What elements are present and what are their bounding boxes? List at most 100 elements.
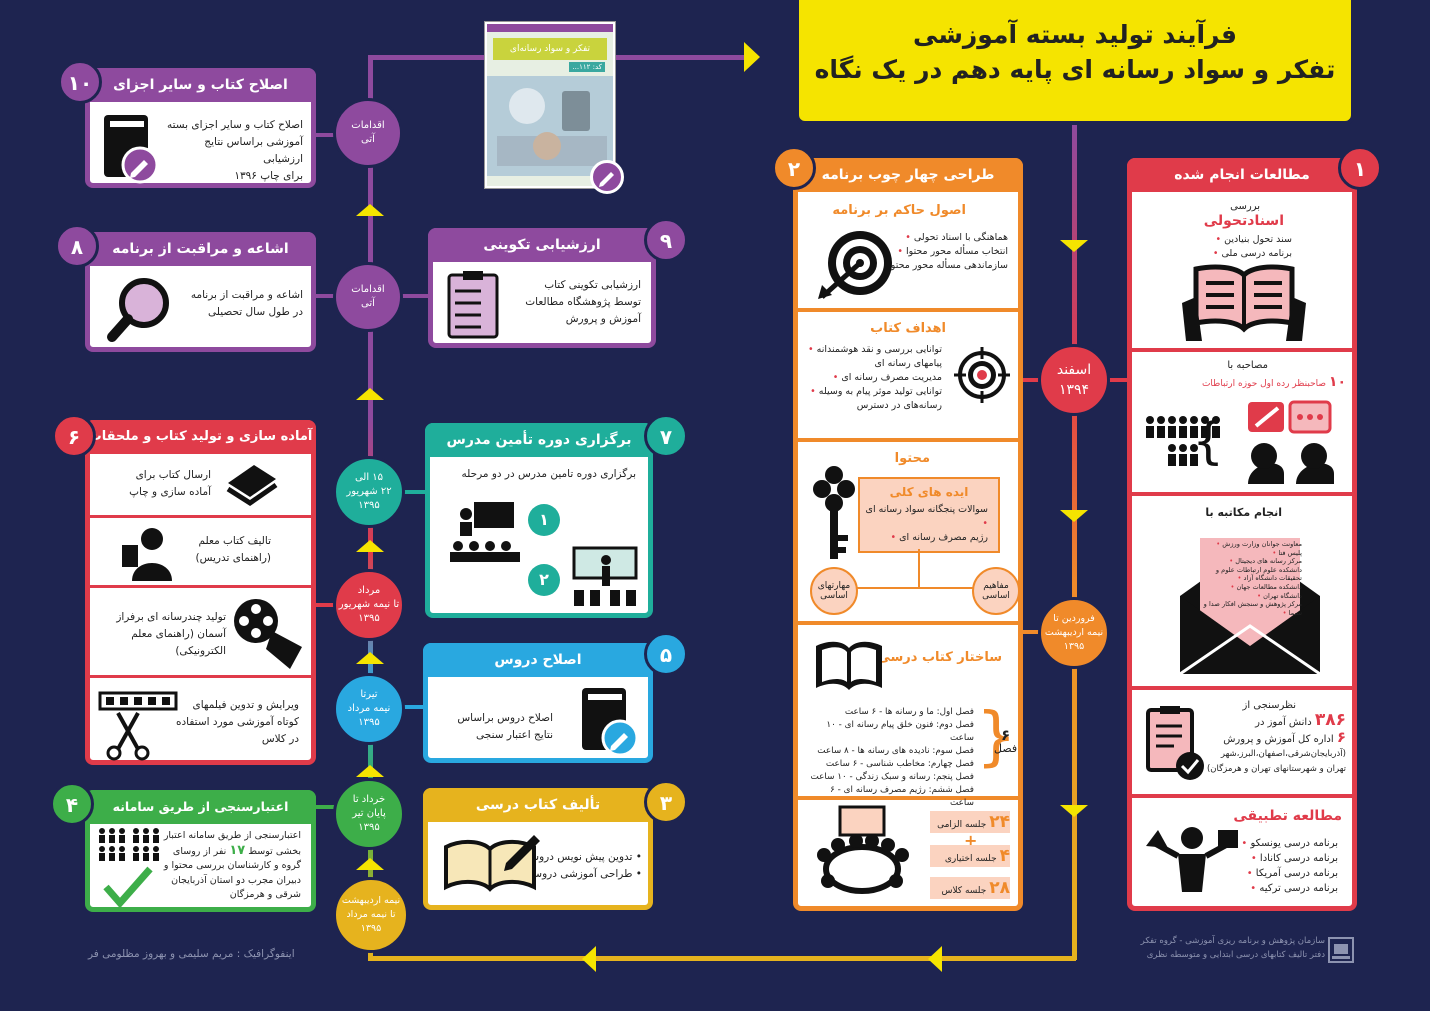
flow-line <box>368 956 1076 961</box>
section-2-title: طراحی چهار چوب برنامه <box>793 158 1023 192</box>
sessions-optional: ۴ جلسه اختیاری <box>930 845 1010 867</box>
org-text: سازمان پژوهش و برنامه ریزی آموزشی - گروه… <box>1140 936 1325 960</box>
writing-book-icon <box>444 835 540 892</box>
book-edit-icon <box>582 688 639 757</box>
presenter-audience-icon <box>450 502 520 562</box>
svg-text:}: } <box>1192 412 1224 470</box>
card-6-row2: تالیف کتاب معلم(راهنمای تدریس) <box>195 535 271 564</box>
arrow-up-icon <box>356 652 384 664</box>
envelope-letter-icon <box>1179 538 1321 676</box>
section-1b: مصاحبه با ۱۰ صاحبنظر رده اول حوزه ارتباط… <box>1132 352 1352 496</box>
goals-list: توانایی بررسی و نقد هوشمندانه • پیامهای … <box>808 344 942 411</box>
card-8: اشاعه و مراقبت از برنامه اشاعه و مراقبت … <box>85 232 316 352</box>
ideas-heading: ایده های کلی <box>889 485 969 499</box>
arrow-left-icon <box>928 946 942 972</box>
key-icon <box>813 466 855 559</box>
survey-clipboard-icon <box>1146 706 1204 780</box>
compare-person-icon <box>1146 827 1238 892</box>
title-box: فرآیند تولید بسته آموزشی تفکر و سواد رسا… <box>795 0 1355 125</box>
film-reel-icon <box>234 599 302 669</box>
card-10: اصلاح کتاب و سایر اجزای آموزشی اصلاح کتا… <box>85 68 316 188</box>
comparative-list: برنامه درسی یونسکو • برنامه درسی کانادا … <box>1241 838 1338 894</box>
card-3: تألیف کتاب درسی • تدوین پیش نویس دروس• ط… <box>423 788 653 910</box>
film-scissors-icon <box>98 691 178 761</box>
section-2d: ساختار کتاب درسی فصل اول: ما و رسانه ها … <box>798 626 1018 808</box>
section-1e: مطالعه تطبیقی برنامه درسی یونسکو • برنام… <box>1132 798 1352 908</box>
interview-people-icon: } <box>1146 400 1334 484</box>
arrow-up-icon <box>356 765 384 777</box>
section-1: مطالعات انجام شده بررسی اسنادتحولی سند ت… <box>1127 158 1357 911</box>
card-9-title: ارزشیابی تکوینی <box>428 228 656 262</box>
card-4-title: اعتبارسنجی از طریق سامانه اعتباربخشی <box>85 790 316 848</box>
book-cover: تفکر و سواد رسانه‌ای کد: ۱۱۲... <box>485 22 615 188</box>
arrow-down-icon <box>1060 510 1088 522</box>
flow-line <box>1072 125 1077 960</box>
card-4: اعتبارسنجی از طریق سامانه اعتباربخشی اعت… <box>85 790 316 912</box>
card-10-number: ۱۰ <box>58 60 102 104</box>
arrow-down-icon <box>1060 240 1088 252</box>
arrow-up-icon <box>356 858 384 870</box>
card-3-list: • تدوین پیش نویس دروس• طراحی آموزشی دروس <box>526 851 642 880</box>
book-badge: کد: ۱۱۲... <box>569 62 605 72</box>
card-6: آماده سازی و تولید کتاب و ملحقات آن ارسا… <box>85 420 316 765</box>
section-1a: بررسی اسنادتحولی سند تحول بنیادین • برنا… <box>1132 193 1352 352</box>
brace: { <box>976 700 1017 774</box>
survey-text: نظرسنجی از ۳۸۶ دانش آموز در ۶ اداره کل آ… <box>1206 700 1346 774</box>
principles-list: هماهنگی با اسناد تحولی • انتخاب مسأله مح… <box>880 232 1008 271</box>
card-5-title: اصلاح دروس <box>423 643 653 677</box>
card-7-number: ۷ <box>644 414 688 458</box>
clipboard-checklist-icon <box>447 271 499 339</box>
arrow-up-icon <box>356 388 384 400</box>
section-2-number: ۲ <box>772 146 816 190</box>
org-logo-icon <box>1328 937 1354 963</box>
card-10-title: اصلاح کتاب و سایر اجزای آموزشی <box>85 68 316 127</box>
classroom-icon <box>572 546 638 606</box>
arrow-down-icon <box>1060 805 1088 817</box>
card-5-number: ۵ <box>644 632 688 676</box>
card-3-title: تألیف کتاب درسی <box>423 788 653 822</box>
reading-book-icon <box>1182 264 1306 341</box>
magnifier-icon <box>107 278 169 342</box>
arrow-up-icon <box>356 204 384 216</box>
card-7-text: برگزاری دوره تامین مدرس در دو مرحله <box>461 468 637 480</box>
sessions-total: ۲۸ جلسه کلاس <box>930 877 1010 899</box>
skills-oval: مهارتهای اساسی <box>810 567 858 615</box>
step-1: ۱ <box>528 504 560 536</box>
people-check-icon <box>99 828 159 909</box>
card-6-number: ۶ <box>52 414 96 458</box>
card-7-title: برگزاری دوره تأمین مدرس <box>425 423 653 457</box>
ideas-box: ایده های کلی سوالات پنجگانه سواد رسانه ا… <box>858 477 1000 553</box>
section-2e: ۲۴ جلسه الزامی + ۴ جلسه اختیاری ۲۸ جلسه … <box>798 801 1018 909</box>
arrow-left-icon <box>582 946 596 972</box>
title-line2: تفکر و سواد رسانه ای پایه دهم در یک نگاه <box>814 55 1336 84</box>
open-book-icon <box>816 641 882 690</box>
card-7: برگزاری دوره تأمین مدرس برگزاری دوره تام… <box>425 423 653 618</box>
step-2: ۲ <box>528 564 560 596</box>
title-line1: فرآیند تولید بسته آموزشی <box>913 20 1237 49</box>
card-4-text: اعتبارسنجی از طریق سامانه اعتبار بخشی تو… <box>163 830 301 900</box>
card-6-title: آماده سازی و تولید کتاب و ملحقات آن <box>85 420 316 478</box>
card-4-number: ۴ <box>50 782 94 826</box>
book-stack-icon <box>226 465 278 507</box>
principles-heading: اصول حاکم بر برنامه <box>832 203 966 218</box>
section-2b: اهداف کتاب توانایی بررسی و نقد هوشمندانه… <box>798 313 1018 442</box>
target-arrow-icon <box>818 231 892 299</box>
letters-list: معاونت جوانان وزارت ورزش • پلیس فتا • مر… <box>1203 540 1302 617</box>
content-heading: محتوا <box>894 451 930 466</box>
goals-heading: اهداف کتاب <box>870 321 946 336</box>
book-title: تفکر و سواد رسانه‌ای <box>493 38 607 60</box>
docs-list: سند تحول بنیادین • برنامه درسی ملی • <box>1212 234 1292 259</box>
